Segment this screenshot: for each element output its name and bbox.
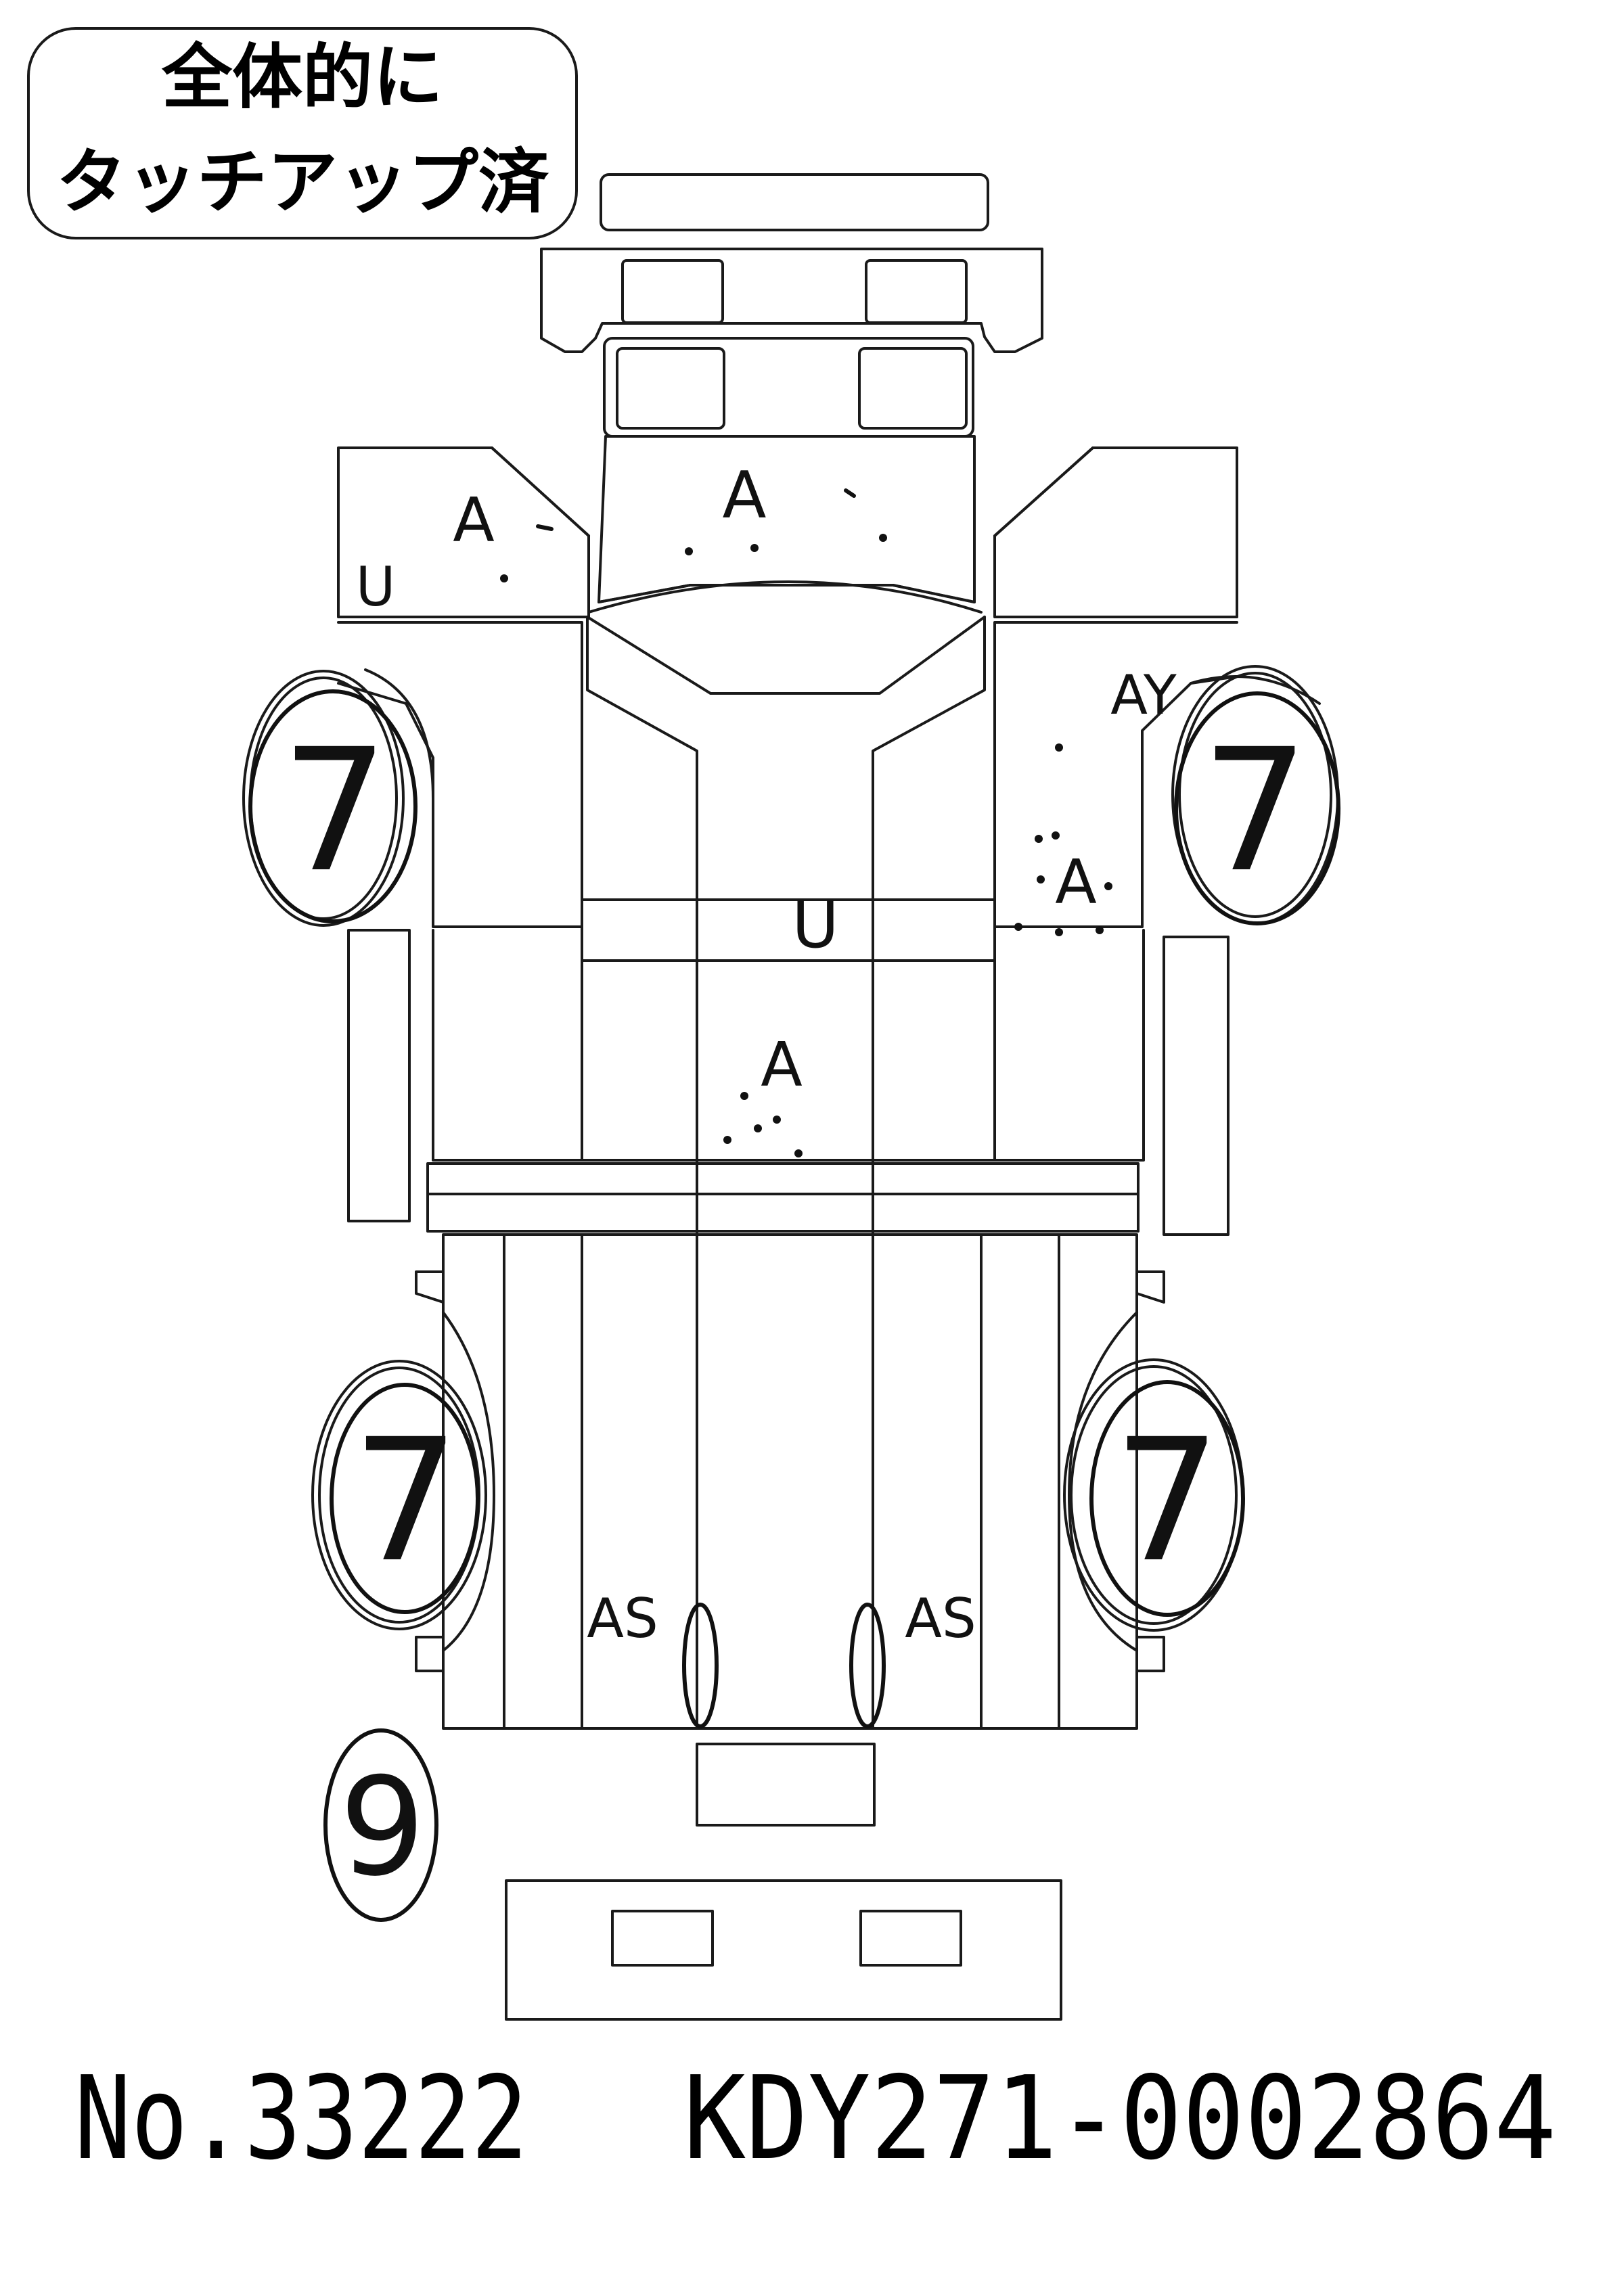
damage-annotations: 7 7 7 7 9 A U A AY A U A AS AS: [248, 459, 1340, 1922]
rear-left-mark-as: AS: [587, 1587, 658, 1650]
right-side-mirror-bar: [1163, 936, 1230, 1236]
left-door-lower: [337, 621, 583, 928]
cab-back: [586, 616, 986, 695]
right-door-mark-ay: AY: [1110, 664, 1177, 727]
right-door-upper: [993, 446, 1238, 618]
rear-right-mark-as: AS: [905, 1587, 976, 1650]
roof: [597, 435, 976, 603]
left-cab-mark-a: A: [453, 485, 495, 556]
tire-front-left-outline: [242, 670, 405, 927]
tire-rear-left-circle: [330, 1383, 480, 1614]
spare-tire-circle: [323, 1728, 438, 1922]
tire-front-right-grade: 7: [1201, 712, 1309, 909]
left-door-upper: [337, 446, 590, 618]
tailgate: [696, 1743, 876, 1827]
truck-outline: [242, 173, 1339, 2021]
tire-front-left-grade: 7: [281, 712, 388, 909]
rear-right-damage-oval: [849, 1603, 886, 1728]
badge-line-1: 全体的に: [161, 36, 443, 118]
tail-light-right: [859, 1910, 962, 1967]
frame-number: KDY271-0002864: [683, 2052, 1556, 2186]
right-door-mark-a: A: [1055, 847, 1097, 918]
front-grille: [540, 248, 1043, 353]
tire-rear-left-grade: 7: [352, 1402, 459, 1599]
tail-light-left: [611, 1910, 714, 1967]
touch-up-badge: 全体的に タッチアップ済: [27, 27, 578, 239]
rear-left-damage-oval: [682, 1603, 719, 1728]
tire-rear-left-outline: [311, 1360, 487, 1630]
roof-mark-a: A: [723, 459, 767, 533]
vehicle-number: No.33222: [74, 2052, 528, 2186]
headlight-right: [865, 259, 968, 324]
cargo-bed: [442, 1233, 1138, 1730]
badge-line-2: タッチアップ済: [56, 141, 549, 223]
tire-rear-right-grade: 7: [1113, 1402, 1221, 1599]
left-cab-mark-u: U: [356, 555, 396, 618]
floor-mark-a: A: [761, 1030, 803, 1101]
spare-tire-grade: 9: [339, 1749, 425, 1906]
rear-bumper: [505, 1879, 1062, 2021]
front-deck: [581, 898, 996, 962]
windshield-frame: [603, 337, 974, 438]
floor-mark-u: U: [792, 888, 839, 963]
tire-rear-right-circle: [1089, 1380, 1245, 1617]
left-side-mirror-bar: [347, 929, 411, 1222]
tire-front-right-circle: [1174, 691, 1340, 925]
tire-front-left-circle: [248, 689, 418, 923]
footer: No.33222 KDY271-0002864: [74, 2052, 1556, 2186]
headlight-left: [621, 259, 724, 324]
scratch-dots: [500, 488, 1112, 1157]
front-bumper: [600, 173, 989, 231]
cross-beam: [426, 1162, 1140, 1233]
